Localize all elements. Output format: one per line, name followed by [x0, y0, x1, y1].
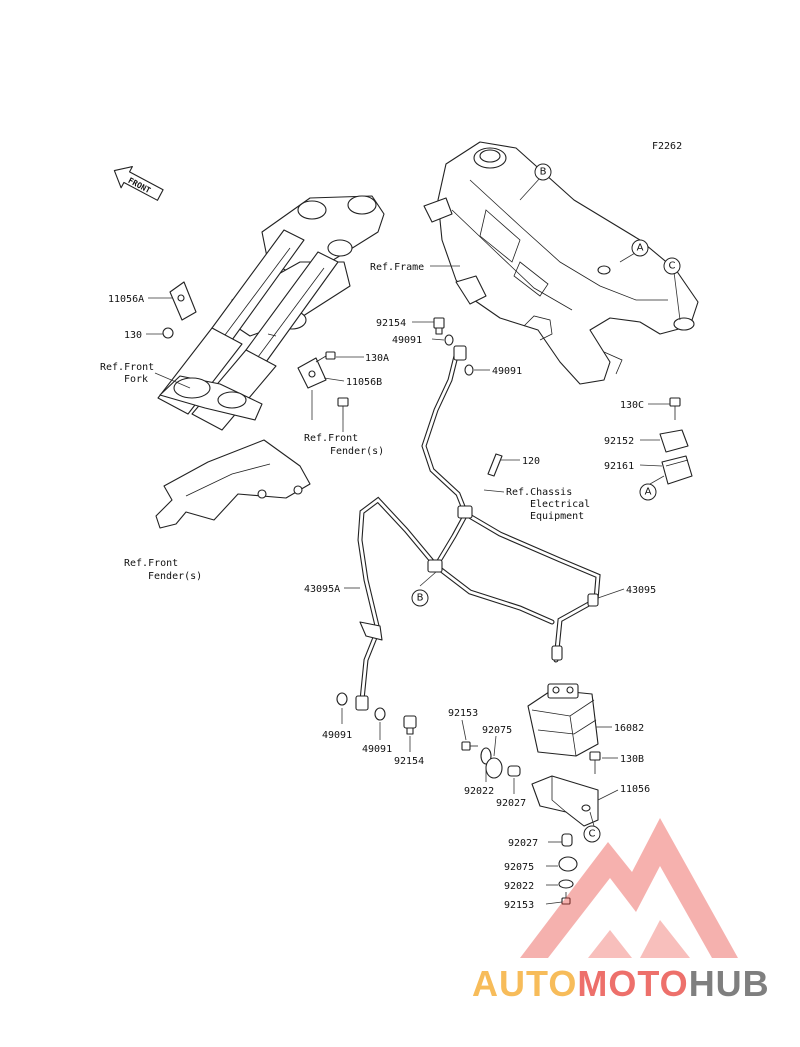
label-130: 130 [124, 330, 142, 341]
svg-text:A: A [645, 487, 652, 498]
label-92153-bottom: 92153 [504, 900, 534, 911]
label-92154-top: 92154 [376, 318, 406, 329]
hose-fitting-abs [551, 645, 563, 661]
bolt-92153-top [461, 741, 478, 751]
hose-joint-upper [457, 505, 473, 519]
grommet-92075-bottom [558, 856, 578, 872]
ref-chassis-line1: Ref.Chassis [506, 487, 572, 498]
ref-front-fender-upper-line1: Ref.Front [304, 433, 358, 444]
callout-c-frame: C [663, 257, 681, 275]
svg-text:B: B [417, 593, 424, 604]
bolt-120 [487, 453, 503, 477]
bolt-130A [315, 351, 336, 363]
callout-a-bracket: A [639, 483, 657, 501]
ref-front-fork-line1: Ref.Front [100, 362, 154, 373]
watermark-hub: HUB [689, 963, 770, 1004]
label-92027-bottom: 92027 [508, 838, 538, 849]
callout-c-abs: C [583, 825, 601, 843]
fender-bolt [337, 397, 349, 420]
svg-text:B: B [540, 167, 547, 178]
label-11056B: 11056B [346, 377, 382, 388]
label-49091-top: 49091 [392, 335, 422, 346]
ref-frame: Ref.Frame [370, 262, 424, 273]
label-92152: 92152 [604, 436, 634, 447]
frame-assembly [423, 141, 699, 385]
abs-unit-16082 [527, 683, 599, 757]
callouts: B A C A B C [411, 163, 681, 843]
watermark-moto: MOTO [577, 963, 688, 1004]
bracket-92161 [661, 455, 693, 485]
hose-fitting-top [453, 345, 467, 361]
ref-front-fender-lower-line2: Fender(s) [148, 571, 202, 582]
front-direction-arrow-icon: FRONT [113, 166, 164, 201]
brake-hose-43095 [433, 511, 601, 663]
callout-b-hose: B [411, 589, 429, 607]
label-92075-top: 92075 [482, 725, 512, 736]
ref-front-fork-line2: Fork [124, 374, 148, 385]
label-92022-top: 92022 [464, 786, 494, 797]
hose-joint-lower [427, 559, 443, 573]
hose-fitting-bottom [355, 695, 369, 711]
brake-hose-43095A [357, 353, 469, 703]
banjo-bolt-92154-top [433, 317, 445, 335]
figure-code: F2262 [652, 141, 682, 152]
svg-text:C: C [669, 261, 676, 272]
svg-text:A: A [637, 243, 644, 254]
grommet-92075-top [485, 757, 503, 779]
label-49091-bottom: 49091 [362, 744, 392, 755]
label-92022-bottom: 92022 [504, 881, 534, 892]
callout-b-frame: B [534, 163, 552, 181]
callout-a-frame: A [631, 239, 649, 257]
label-43095A: 43095A [304, 584, 340, 595]
leader-lines [146, 177, 681, 905]
washer-49091-bl [336, 692, 348, 706]
reference-labels: Ref.Frame Ref.Front Fork Ref.Front Fende… [100, 262, 590, 582]
label-11056A: 11056A [108, 294, 144, 305]
label-130C: 130C [620, 400, 644, 411]
svg-text:AUTOMOTOHUB: AUTOMOTOHUB [472, 963, 770, 1004]
label-16082: 16082 [614, 723, 644, 734]
label-92075-bottom: 92075 [504, 862, 534, 873]
washer-49091-b2 [374, 707, 386, 721]
bolt-130C [669, 397, 681, 420]
hose-clip [359, 621, 383, 641]
abs-bracket-11056 [531, 775, 599, 827]
label-130B: 130B [620, 754, 644, 765]
label-92161: 92161 [604, 461, 634, 472]
bolt-130 [162, 327, 174, 339]
ref-front-fender-lower-line1: Ref.Front [124, 558, 178, 569]
hose-clamp-11056B [297, 357, 327, 389]
hose-fitting-43095 [587, 593, 599, 607]
ref-chassis-line3: Equipment [530, 511, 584, 522]
collar-92027-bottom [561, 833, 573, 847]
label-49091-bottom-left: 49091 [322, 730, 352, 741]
bolt-130B [589, 751, 601, 774]
label-43095: 43095 [626, 585, 656, 596]
label-11056: 11056 [620, 784, 650, 795]
damper-92152 [659, 429, 689, 453]
label-92153-top: 92153 [448, 708, 478, 719]
label-120: 120 [522, 456, 540, 467]
label-92154-bottom: 92154 [394, 756, 424, 767]
part-labels: 11056A 130 130A 11056B 92154 49091 49091… [108, 294, 656, 911]
watermark-auto: AUTO [472, 963, 577, 1004]
collar-92027-top [507, 765, 521, 777]
banjo-bolt-92154-bottom [403, 715, 417, 735]
svg-text:C: C [589, 829, 596, 840]
bolt-92153-bottom [561, 892, 571, 905]
washer-49091-top [444, 334, 454, 346]
washer-92022-bottom [558, 879, 574, 889]
ref-front-fender-upper-line2: Fender(s) [330, 446, 384, 457]
ref-chassis-line2: Electrical [530, 499, 590, 510]
automotohub-watermark-logo: AUTOMOTOHUB [472, 818, 770, 1004]
front-fork-assembly [155, 195, 385, 529]
label-92027-top: 92027 [496, 798, 526, 809]
label-49091-mid: 49091 [492, 366, 522, 377]
washer-49091-mid [464, 364, 474, 376]
label-130A: 130A [365, 353, 389, 364]
